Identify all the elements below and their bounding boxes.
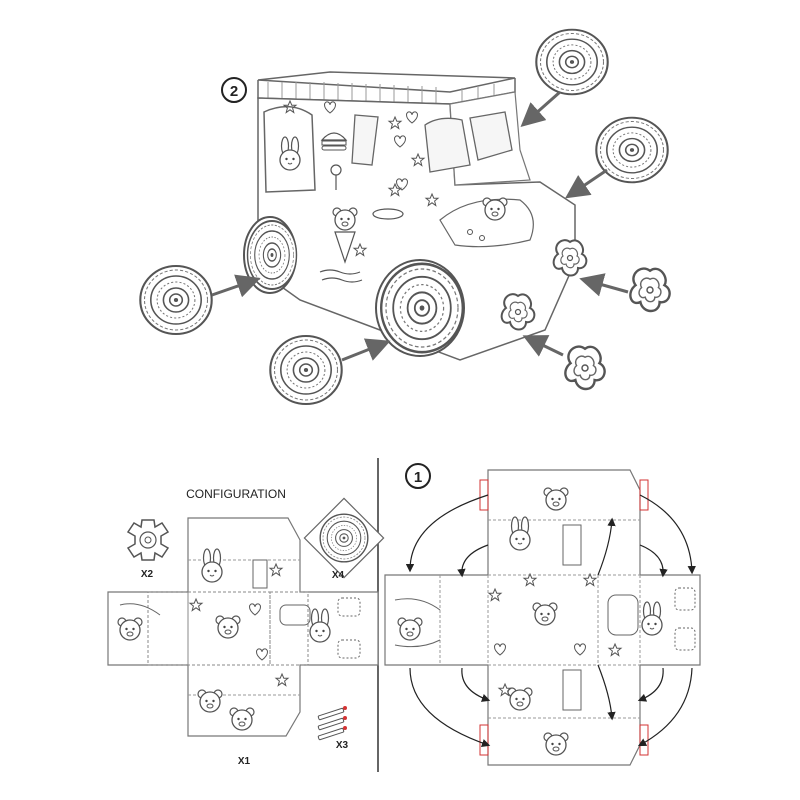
loose-wheel-top [520,28,609,127]
arrow-icon [461,667,491,702]
flower-gear-icon [127,519,169,561]
svg-text:1: 1 [414,469,422,486]
markers-quantity: X3 [336,740,349,751]
arrow-icon [522,335,564,357]
mounted-wheel-rear [243,216,298,294]
svg-text:2: 2 [230,83,238,100]
wheel-piece [303,497,385,579]
arrow-icon [457,544,489,578]
arrow-icon [637,667,664,702]
arrow-icon [597,517,616,576]
hood-character [439,197,534,248]
configuration-panel: CONFIGURATION X2 X4 [107,487,385,767]
arrow-icon [579,273,629,297]
ice-cream-character [332,207,358,264]
arrow-icon [637,667,693,747]
arrow-icon [597,664,616,721]
arrow-icon [520,90,561,127]
arrow-icon [639,494,696,575]
fold-arrows [405,494,696,748]
gear-quantity: X2 [141,569,154,580]
car-front-window [469,111,513,161]
wheel-quantity: X4 [332,570,345,581]
sheet-quantity: X1 [238,756,251,767]
loose-wheel-right [565,116,669,199]
unfolded-sheet [107,517,379,737]
arrow-icon [211,274,261,298]
arrow-icon [405,494,489,573]
assembled-car: 2 [139,28,671,406]
loose-wheel-left [139,264,261,336]
car-door [263,106,316,193]
marker-pen-icon [317,706,347,741]
loose-flower-top [579,267,671,313]
car-roof [257,71,516,93]
car-rear-window [424,117,471,173]
loose-flower-bottom [522,335,606,391]
loose-wheel-bottom [269,334,391,406]
arrow-icon [409,667,491,748]
arrow-icon [565,168,608,199]
mounted-wheel-front [375,259,465,357]
arrow-icon [341,338,391,362]
step-1-badge: 1 [405,463,431,489]
burger-icon [320,132,348,151]
configuration-title: CONFIGURATION [186,487,286,501]
arrow-icon [639,544,668,578]
folding-diagram: 1 [384,463,701,766]
step-2-badge: 2 [221,77,247,103]
car-side-window [351,114,379,166]
